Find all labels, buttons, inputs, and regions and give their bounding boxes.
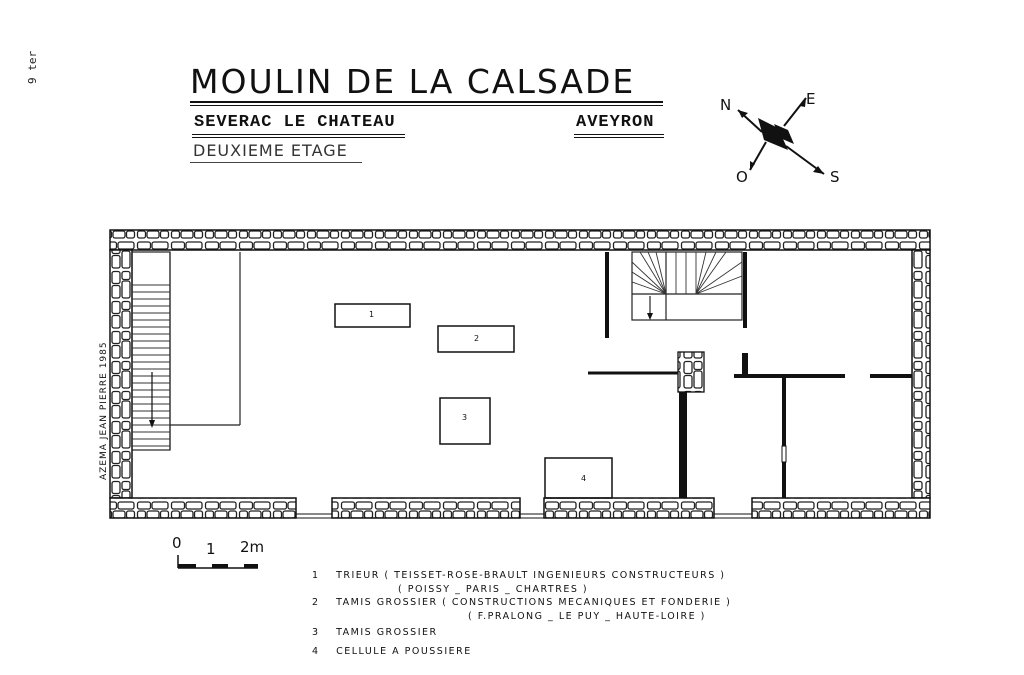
- machine-3-tamis: [439, 397, 491, 445]
- legend-item-1-detail: ( POISSY _ PARIS _ CHARTRES ): [398, 584, 589, 595]
- compass-east-label: E: [806, 90, 816, 108]
- machine-2-tamis: [437, 325, 515, 353]
- department-underline: [574, 134, 664, 135]
- machine-2-number: 2: [474, 334, 480, 343]
- scale-bar: [177, 555, 258, 569]
- legend-text: TAMIS GROSSIER ( CONSTRUCTIONS MECANIQUE…: [336, 597, 732, 608]
- town-underline: [192, 134, 405, 135]
- scale-label-zero: 0: [172, 534, 182, 552]
- author-credit: AZEMA JEAN PIERRE 1985: [99, 341, 109, 480]
- machine-3-number: 3: [462, 413, 468, 422]
- legend-number: 4: [312, 646, 320, 657]
- location-town: SEVERAC LE CHATEAU: [194, 113, 396, 132]
- machine-1-number: 1: [369, 310, 375, 319]
- outer-wall-north: [109, 229, 931, 251]
- legend-item-2: 2 TAMIS GROSSIER ( CONSTRUCTIONS MECANIQ…: [312, 598, 731, 608]
- legend-item-1: 1 TRIEUR ( TEISSET-ROSE-BRAULT INGENIEUR…: [312, 571, 725, 581]
- landing-outline: [170, 252, 241, 426]
- outer-wall-south: [109, 497, 931, 519]
- compass-west-label: O: [736, 168, 748, 186]
- machine-1-trieur: [334, 303, 411, 328]
- machine-4-number: 4: [581, 474, 587, 483]
- compass-icon: [737, 97, 825, 175]
- legend-item-4: 4 CELLULE A POUSSIERE: [312, 647, 472, 657]
- legend-item-3: 3 TAMIS GROSSIER: [312, 628, 438, 638]
- interior-walls: [588, 252, 912, 498]
- stone-pillar: [677, 351, 705, 393]
- legend-text: CELLULE A POUSSIERE: [336, 646, 472, 657]
- legend-text: TRIEUR ( TEISSET-ROSE-BRAULT INGENIEURS …: [336, 570, 726, 581]
- scale-label-one: 1: [206, 540, 216, 558]
- legend-number: 3: [312, 627, 320, 638]
- legend: 1 TRIEUR ( TEISSET-ROSE-BRAULT INGENIEUR…: [312, 571, 812, 666]
- floor-underline: [190, 162, 362, 163]
- legend-item-2-detail: ( F.PRALONG _ LE PUY _ HAUTE-LOIRE ): [468, 611, 706, 622]
- outer-wall-west: [109, 249, 133, 499]
- plan-title: MOULIN DE LA CALSADE: [190, 62, 636, 101]
- compass-north-label: N: [720, 96, 732, 114]
- floor-label: DEUXIEME ETAGE: [193, 141, 348, 160]
- title-underline-thin: [190, 105, 663, 106]
- legend-text: TAMIS GROSSIER: [336, 627, 438, 638]
- compass-south-label: S: [830, 168, 840, 186]
- outer-wall-east: [911, 249, 931, 499]
- title-underline: [190, 101, 663, 103]
- location-department: AVEYRON: [576, 113, 655, 132]
- east-staircase: [631, 251, 743, 321]
- scale-label-two: 2m: [240, 538, 265, 556]
- department-underline-2: [574, 137, 664, 138]
- town-underline-2: [192, 137, 405, 138]
- legend-number: 1: [312, 570, 320, 581]
- legend-number: 2: [312, 597, 320, 608]
- compass-rose: N E S O: [716, 84, 846, 194]
- west-staircase: [131, 251, 171, 451]
- machine-4-cellule: [544, 457, 613, 499]
